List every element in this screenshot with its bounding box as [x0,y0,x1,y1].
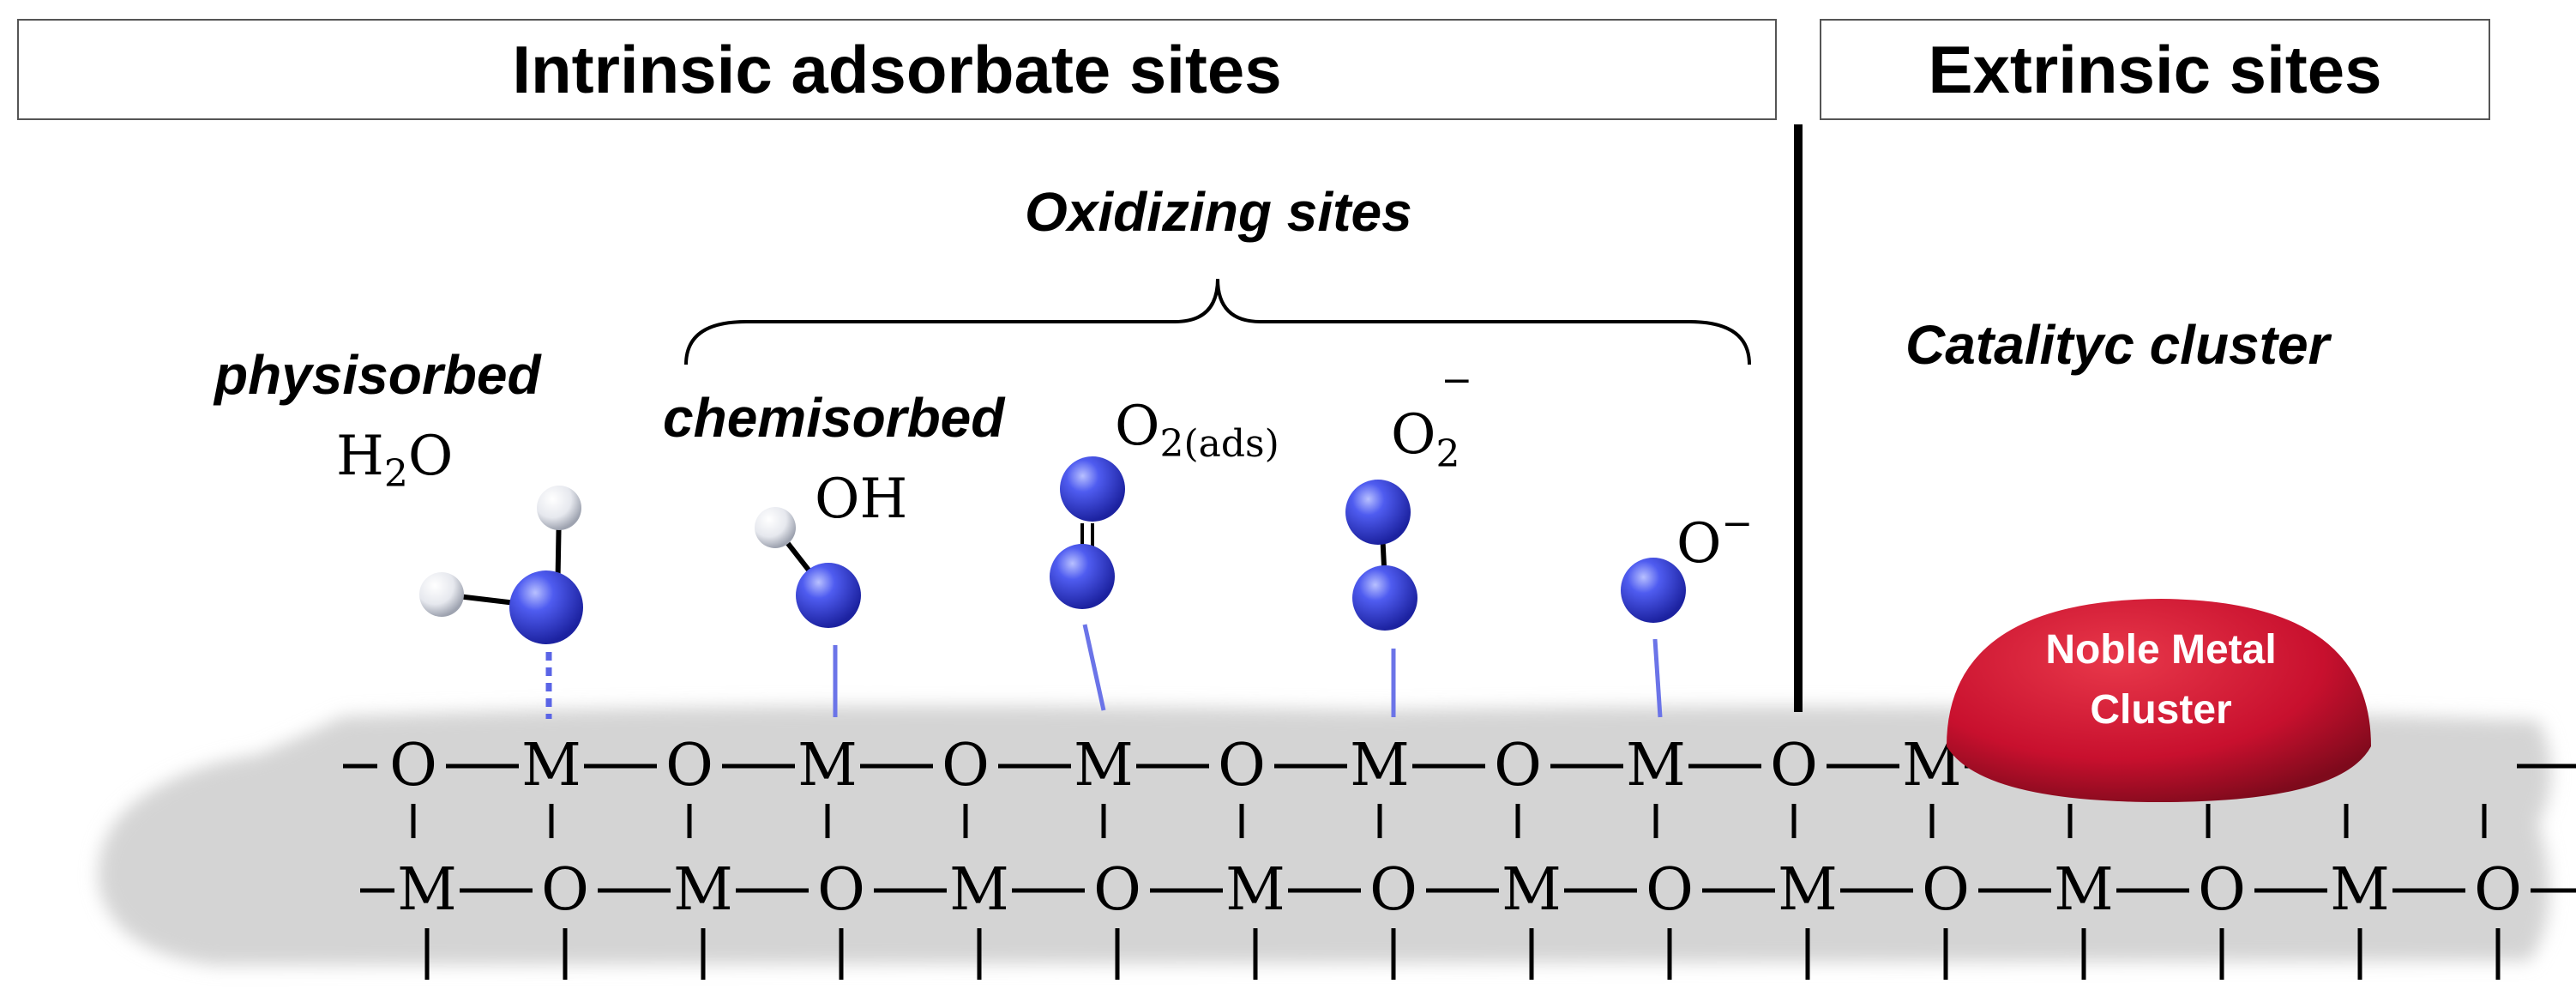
lattice-atom: O [1922,856,1970,924]
h2o-molecule [419,486,583,644]
lattice-atom: O [817,856,865,924]
chemisorbed-label: chemisorbed [663,387,1005,449]
oh-hydrogen-atom [755,507,796,548]
substrate-surface [98,705,2551,965]
o2ads-oxygen-atom [1060,456,1125,522]
lattice-atom: O [541,856,589,924]
lattice-atom: M [1350,732,1410,800]
oxidizing-brace [684,278,1751,365]
o2minus-oxygen-atom [1345,480,1411,545]
oh-molecule [755,507,861,628]
o2ads-oxygen-atom [1050,544,1115,609]
ominus-formula: O− [1676,502,1754,576]
lattice-atom: O [1369,856,1417,924]
o2minus-oxygen-atom [1352,565,1417,631]
lattice-atom: O [665,732,713,800]
lattice-atom: O [1093,856,1141,924]
h2o-formula: H2O [336,425,454,496]
lattice-atom: M [2330,856,2390,924]
lattice-atom: M [797,732,858,800]
lattice-atom: O [942,732,990,800]
lattice-atom: M [1225,856,1285,924]
o2ads-surface-bond [1082,624,1106,711]
intrinsic-sites-title: Intrinsic adsorbate sites [512,31,1282,107]
oh-oxygen-atom [796,563,861,628]
lattice-atom: M [1778,856,1838,924]
lattice-atom: O [2474,856,2522,924]
lattice-atom: M [1074,732,1134,800]
physisorbed-label: physisorbed [214,344,541,406]
intrinsic-sites-header: Intrinsic adsorbate sites [17,19,1777,120]
lattice-atom: M [673,856,733,924]
o2minus-molecule [1345,480,1417,631]
lattice-atom: O [1218,732,1266,800]
oxidizing-sites-label: Oxidizing sites [1025,181,1412,243]
lattice-atom: M [2054,856,2114,924]
h2o-hydrogen-atom [419,572,464,617]
lattice-atom: O [389,732,437,800]
lattice-atom: M [949,856,1009,924]
lattice-atom: O [1494,732,1542,800]
lattice-row-bottom: MOMOMOMOMOMOMOMOM [397,856,2522,924]
oh-formula: OH [815,468,908,531]
extrinsic-sites-title: Extrinsic sites [1928,31,2382,107]
h2o-oxygen-atom [509,570,583,644]
o2ads-formula: O2(ads) [1115,395,1279,466]
cluster-label-line2: Cluster [2090,687,2231,733]
noble-metal-cluster: Noble Metal Cluster [1947,599,2371,802]
o2ads-molecule [1050,456,1125,609]
lattice-atom: O [1770,732,1818,800]
catalytic-cluster-label: Catalityc cluster [1905,314,2330,376]
h2o-hydrogen-atom [537,486,581,530]
o2minus-formula: O−2 [1391,359,1473,476]
extrinsic-sites-header: Extrinsic sites [1820,19,2490,120]
lattice-atom: M [397,856,457,924]
lattice-atom: O [1646,856,1694,924]
ominus-oxygen-atom [1621,558,1686,623]
cluster-label-line1: Noble Metal [2045,627,2276,673]
lattice-atom: M [1626,732,1686,800]
ominus-surface-bond [1652,638,1663,718]
lattice-atom: M [521,732,581,800]
lattice-atom: M [1502,856,1562,924]
lattice-atom: O [2198,856,2246,924]
